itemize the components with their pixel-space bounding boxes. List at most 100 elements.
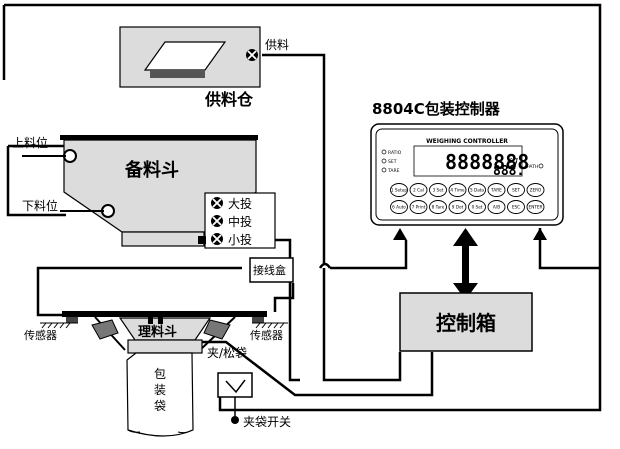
upper-level-label: 上料位 [12, 135, 48, 150]
wire-controller-left [330, 240, 408, 270]
controller-key-label: 3 Set [433, 188, 444, 193]
bag-char-3: 袋 [154, 399, 166, 413]
control-box [399, 292, 533, 352]
sensor-right-label: 传感器 [250, 329, 283, 342]
control-box-label: 控制箱 [436, 311, 496, 335]
controller-unit: kg [507, 156, 518, 166]
wire-lower-level [6, 146, 66, 217]
bag-char-1: 包 [154, 367, 166, 381]
sensor-left-ground-icon [40, 322, 78, 329]
sensor-right-block [252, 317, 264, 323]
arrow-up-right [533, 228, 547, 240]
lower-level-label: 下料位 [22, 198, 58, 213]
controller-inner-frame [375, 128, 559, 221]
controller-brand: WEIGHING CONTROLLER [426, 138, 508, 145]
weigh-hopper-pin-left [148, 317, 153, 324]
controller-key[interactable]: 7 Print [409, 200, 428, 214]
bidirectional-arrow-shaft [462, 245, 469, 285]
controller-status-leds: RATIO SET TARE [381, 149, 402, 174]
controller-key-label: 0 Set [472, 205, 483, 210]
controller-key-label: ZERO [530, 188, 542, 193]
path-led [538, 163, 544, 169]
clamp-switch-box [217, 372, 253, 398]
controller-key[interactable]: ZERO [526, 183, 545, 197]
controller-key[interactable]: SET [507, 183, 525, 197]
wire-controller-right [538, 228, 600, 270]
controller-main-display: 8888888 [445, 150, 529, 174]
controller-key[interactable]: A/B [487, 200, 506, 214]
controller-key-label: ENTER [529, 205, 543, 210]
weigh-hopper-pin-right [158, 317, 163, 324]
wire-switch-loop [4, 3, 602, 412]
status-led-label: SET [388, 159, 397, 165]
status-led [381, 158, 387, 164]
feed-bin-shadow [150, 70, 205, 78]
clamp-switch-contact-icon [225, 379, 246, 394]
controller-key-label: 2 Cal [413, 188, 424, 193]
big-feed-label: 大投 [228, 196, 252, 211]
controller-key[interactable]: 2 Cal [409, 183, 428, 197]
controller-key-label: 6 Auto [392, 205, 406, 210]
status-led-label: TARE [387, 168, 400, 174]
controller-key-label: 9 Dot [452, 205, 464, 210]
status-led [381, 149, 387, 155]
controller-key[interactable]: 1 Setup [390, 183, 408, 197]
controller-key[interactable]: TARE [487, 183, 506, 197]
big-feed-valve-icon [211, 197, 223, 209]
controller-key[interactable]: 9 Dot [448, 200, 467, 214]
controller-display-frame [413, 145, 523, 177]
junction-box-label: 接线盒 [253, 263, 286, 277]
feed-bin-label: 供料仓 [204, 90, 254, 109]
feed-valve-icon [246, 49, 258, 61]
bidirectional-arrow-top [453, 228, 478, 246]
weigh-frame-top [62, 311, 267, 317]
controller-key[interactable]: 0 Set [468, 200, 486, 214]
wire-sensor-left [36, 266, 242, 317]
mid-feed-label: 中投 [228, 214, 252, 229]
controller-key-label: 1 Setup [391, 188, 408, 193]
sensor-left-label: 传感器 [24, 329, 57, 342]
controller-key[interactable]: 3 Set [429, 183, 447, 197]
feed-label: 供料 [265, 38, 289, 52]
controller-key-label: A/B [493, 205, 500, 210]
wire-crossover [318, 262, 332, 269]
controller-key-label: ESC [512, 205, 520, 210]
sensor-left-block [66, 317, 78, 323]
sensor-right-ground-icon [252, 322, 288, 329]
controller-path-label: PATH [527, 164, 538, 170]
prep-hopper-outlet [121, 231, 205, 247]
prep-hopper-label: 备料斗 [124, 159, 179, 181]
controller-key[interactable]: 5 Data [468, 183, 486, 197]
arrows [393, 228, 547, 300]
hopper-top-rim [60, 135, 258, 140]
controller-key[interactable]: 4 Time [448, 183, 467, 197]
small-feed-valve-icon [211, 233, 223, 245]
weigh-hopper-label: 理料斗 [138, 324, 177, 340]
wire-clamp [197, 340, 434, 397]
clamp-right [203, 319, 231, 340]
weigh-hopper-outlet [127, 339, 203, 354]
bidirectional-arrow-bottom [453, 283, 478, 300]
controller-key-label: 8 Tare [432, 205, 445, 210]
clamp-label: 夹/松袋 [207, 346, 247, 360]
controller-key[interactable]: ENTER [526, 200, 545, 214]
small-feed-label: 小投 [228, 232, 252, 247]
valve-connector [198, 236, 206, 244]
junction-box [249, 257, 294, 283]
wire-sensor-right [273, 283, 295, 312]
controller-key-label: SET [512, 188, 520, 193]
controller-key[interactable]: ESC [507, 200, 525, 214]
controller-key[interactable]: 8 Tare [429, 200, 447, 214]
controller-sub-display: 888. [493, 164, 524, 179]
controller-title: 8804C包装控制器 [372, 100, 501, 118]
controller-key-label: 5 Data [470, 188, 484, 193]
controller-key[interactable]: 6 Auto [390, 200, 408, 214]
wire-feed [262, 53, 402, 382]
clamp-switch-foot-icon [231, 416, 239, 424]
controller-key-label: 4 Time [450, 188, 465, 193]
mid-feed-valve-icon [211, 215, 223, 227]
status-led [381, 167, 387, 173]
status-led-label: RATIO [388, 150, 402, 156]
